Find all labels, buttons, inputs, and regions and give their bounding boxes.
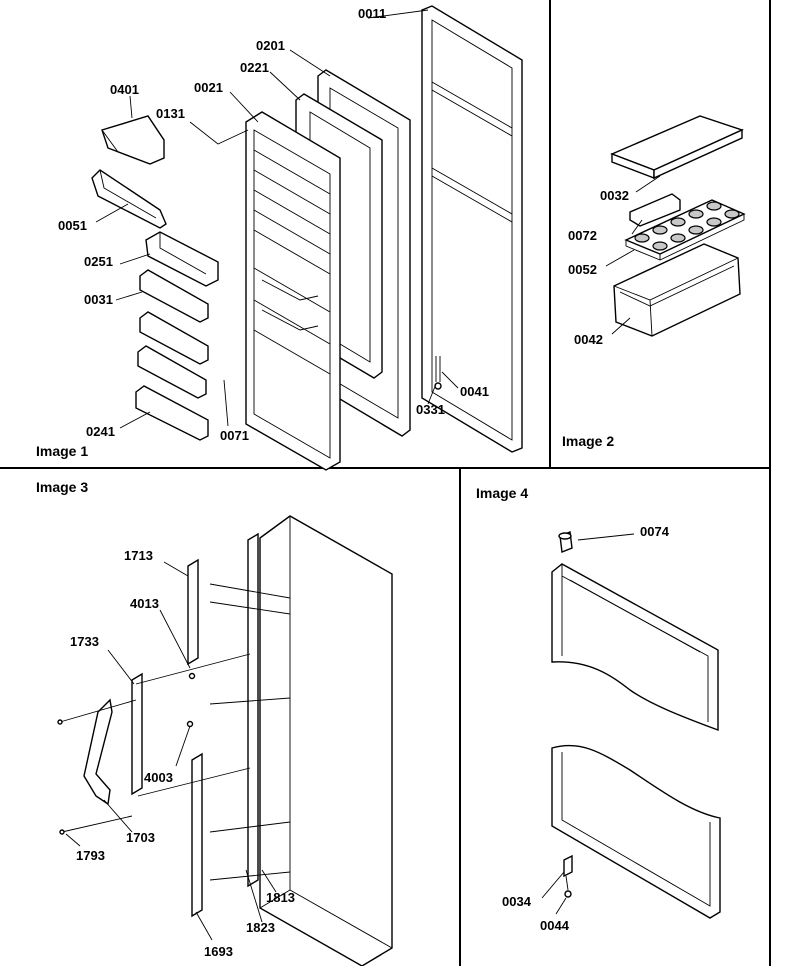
label-0401: 0401 (110, 82, 139, 97)
label-0051: 0051 (58, 218, 87, 233)
label-1733: 1733 (70, 634, 99, 649)
caption-image-4: Image 4 (476, 485, 528, 501)
bin-0042 (613, 243, 741, 337)
label-0052: 0052 (568, 262, 597, 277)
leader-lines-image-3 (65, 561, 277, 941)
label-4013: 4013 (130, 596, 159, 611)
label-0071: 0071 (220, 428, 249, 443)
panel-image-1: 0011 0201 0221 0021 0131 0401 0051 0251 … (36, 5, 523, 471)
upper-door-section (551, 563, 719, 732)
label-0221: 0221 (240, 60, 269, 75)
caption-image-3: Image 3 (36, 479, 88, 495)
label-0131: 0131 (156, 106, 185, 121)
label-1703: 1703 (126, 830, 155, 845)
label-0072: 0072 (568, 228, 597, 243)
panel-dividers (0, 0, 771, 966)
panel-image-2: 0032 0072 0052 0042 Image 2 (562, 115, 746, 449)
label-0044: 0044 (540, 918, 570, 933)
leader-lines-image-1 (95, 9, 459, 429)
panel-image-3: 1713 4013 1733 4003 1703 1793 1813 1823 … (36, 479, 393, 966)
label-0241: 0241 (86, 424, 115, 439)
trim-strips (131, 532, 259, 918)
label-1823: 1823 (246, 920, 275, 935)
label-1813: 1813 (266, 890, 295, 905)
label-0041: 0041 (460, 384, 489, 399)
label-0042: 0042 (574, 332, 603, 347)
label-0251: 0251 (84, 254, 113, 269)
label-0201: 0201 (256, 38, 285, 53)
label-4003: 4003 (144, 770, 173, 785)
bin-0401 (101, 115, 165, 165)
bin-0251 (145, 231, 219, 287)
label-1793: 1793 (76, 848, 105, 863)
bin-0051 (91, 169, 167, 229)
leader-lines-image-2 (605, 175, 661, 335)
label-1693: 1693 (204, 944, 233, 959)
label-0011: 0011 (358, 6, 386, 21)
label-0034: 0034 (502, 894, 532, 909)
leader-lines-image-4 (541, 533, 635, 915)
egg-tray-0052 (624, 193, 746, 261)
door-slab (259, 515, 393, 966)
label-0074: 0074 (640, 524, 670, 539)
label-1713: 1713 (124, 548, 153, 563)
cover-0032 (610, 115, 744, 180)
hinge-pin-0074 (558, 531, 573, 553)
label-0031: 0031 (84, 292, 113, 307)
door-outer-panel (421, 5, 523, 453)
bin-0241 (135, 385, 209, 441)
caption-image-1: Image 1 (36, 443, 88, 459)
panel-image-4: 0074 0034 0044 Image 4 (476, 485, 721, 933)
label-0021: 0021 (194, 80, 223, 95)
door-liner (245, 111, 341, 471)
bin-stack-0031 (137, 269, 209, 399)
label-0331: 0331 (416, 402, 445, 417)
lower-door-section (551, 744, 721, 919)
handle-1703 (83, 698, 113, 806)
label-0032: 0032 (600, 188, 629, 203)
caption-image-2: Image 2 (562, 433, 614, 449)
bottom-hinge-0034-0044 (563, 854, 573, 898)
